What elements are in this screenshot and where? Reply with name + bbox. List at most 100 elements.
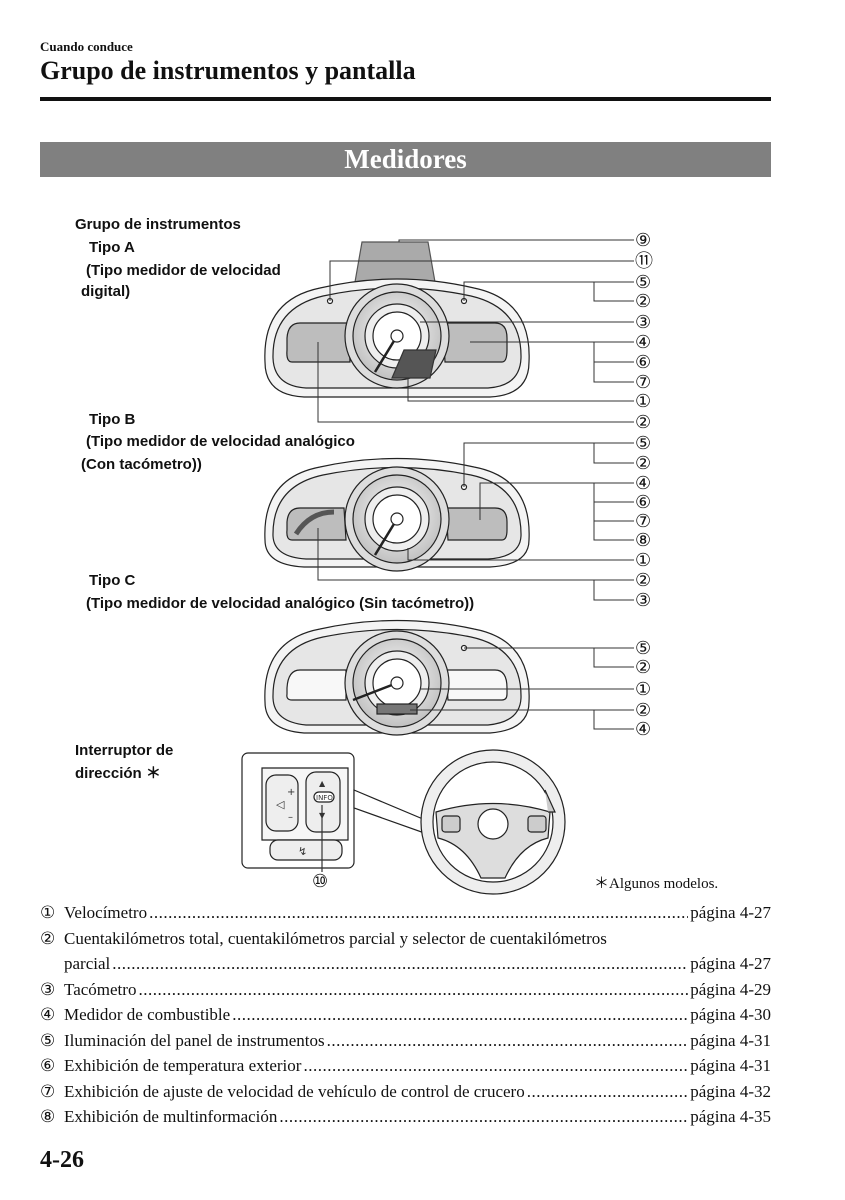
legend-num: ⑦ [40, 1081, 56, 1101]
steering-switch-detail: ◁ + – ▲ INFO ▼ ↯ [241, 752, 431, 872]
legend-num: ④ [40, 1005, 56, 1024]
callout-number: ② [635, 412, 652, 432]
type-a-desc: (Tipo medidor de velocidad [86, 262, 281, 279]
legend-item: ⑦ Exhibición de ajuste de velocidad de v… [40, 1082, 771, 1108]
cluster-type-b [264, 457, 530, 572]
leader-dots [138, 980, 688, 1000]
instrument-cluster-diagram: ◁ + – ▲ INFO ▼ ↯ [241, 239, 634, 895]
legend-page: página 4-32 [690, 1081, 771, 1101]
legend-num: ③ [40, 979, 56, 999]
head-up-display [354, 241, 436, 283]
callout-number: ⑥ [635, 352, 652, 372]
type-a-leaders [317, 239, 634, 423]
legend-num: ⑤ [40, 1030, 56, 1050]
legend-text: Iluminación del panel de instrumentos [64, 1030, 325, 1050]
callout-number: ⑦ [635, 511, 652, 531]
legend-item: ④ Medidor de combustible página 4-30 [40, 1005, 771, 1031]
legend-item: ⑧ Exhibición de multinformación página 4… [40, 1107, 771, 1133]
banner-title: Medidores [344, 144, 467, 174]
page-number: 4-26 [40, 1147, 84, 1173]
legend-page: página 4-30 [690, 1005, 771, 1024]
legend-text: Exhibición de multinformación [64, 1107, 278, 1126]
svg-text:INFO: INFO [316, 794, 333, 802]
legend-page: página 4-29 [690, 979, 771, 999]
legend-num: ① [40, 903, 56, 922]
legend-item: ② Cuentakilómetros total, cuentakilómetr… [40, 929, 771, 955]
type-b-name: Tipo B [89, 411, 136, 428]
callout-number: ⑤ [635, 638, 652, 658]
footnote: ＊Algunos modelos. [594, 876, 719, 892]
callout-number: ⑧ [635, 530, 652, 550]
legend-num: ⑧ [40, 1107, 56, 1126]
legend-text: Velocímetro [64, 903, 148, 922]
legend: ① Velocímetro página 4-27 ② Cuentakilóme… [40, 903, 771, 1133]
callout-number: ② [635, 570, 652, 590]
legend-num: ② [40, 928, 56, 948]
callout-number: ③ [635, 312, 652, 332]
steering-wheel [420, 749, 566, 895]
figure-heading: Grupo de instrumentos [75, 216, 241, 233]
callout-number: ⑦ [635, 372, 652, 392]
legend-item: ③ Tacómetro página 4-29 [40, 980, 771, 1006]
callout-number: ④ [635, 719, 652, 739]
callout-number: ② [635, 291, 652, 311]
svg-text:+: + [287, 787, 295, 798]
page-title: Grupo de instrumentos y pantalla [40, 56, 416, 85]
leader-dots [149, 903, 688, 923]
callout-number: ① [635, 391, 652, 411]
legend-text: Exhibición de ajuste de velocidad de veh… [64, 1081, 525, 1101]
svg-text:–: – [288, 812, 293, 823]
callout-number: ⑥ [635, 492, 652, 512]
switch-label: Interruptor de [75, 742, 174, 759]
type-a-name: Tipo A [89, 239, 135, 256]
callout-number: ① [635, 550, 652, 570]
cluster-type-a [264, 241, 530, 398]
legend-item: ⑤ Iluminación del panel de instrumentos … [40, 1031, 771, 1057]
legend-page: página 4-27 [690, 954, 771, 973]
type-c-leaders [410, 647, 634, 730]
title-rule [40, 97, 771, 101]
type-c-desc: (Tipo medidor de velocidad analógico (Si… [86, 595, 475, 612]
svg-text:▲: ▲ [319, 779, 326, 788]
type-b-desc: (Tipo medidor de velocidad analógico [86, 433, 355, 450]
legend-item: ① Velocímetro página 4-27 [40, 903, 771, 929]
leader-dots [303, 1056, 688, 1076]
leader-dots [527, 1082, 689, 1102]
callout-number: ⑤ [635, 433, 652, 453]
callout-number: ⑨ [635, 230, 652, 250]
switch-label-2: dirección ＊ [75, 765, 161, 782]
legend-item-continued: parcial página 4-27 [40, 954, 771, 980]
svg-text:↯: ↯ [298, 845, 307, 858]
legend-item: ⑥ Exhibición de temperatura exterior pág… [40, 1056, 771, 1082]
callout-number: ③ [635, 590, 652, 610]
legend-page: página 4-27 [690, 903, 771, 922]
legend-text: Exhibición de temperatura exterior [64, 1056, 302, 1075]
type-b-desc-2: (Con tacómetro)) [81, 456, 202, 473]
legend-text: parcial [64, 954, 111, 973]
callout-number: ① [635, 679, 652, 699]
cluster-type-c [264, 619, 530, 736]
callout-number: ⑩ [312, 871, 329, 891]
callout-number: ② [635, 453, 652, 473]
leader-dots [327, 1031, 689, 1051]
legend-page: página 4-31 [690, 1030, 771, 1050]
section-label: Cuando conduce [40, 39, 133, 54]
leader-dots [232, 1005, 688, 1025]
leader-dots [279, 1107, 688, 1127]
legend-page: página 4-31 [690, 1056, 771, 1075]
leader-dots [112, 954, 688, 974]
legend-num: ⑥ [40, 1056, 56, 1075]
callout-number: ④ [635, 473, 652, 493]
legend-text: Tacómetro [64, 979, 137, 999]
type-a-desc-2: digital) [81, 283, 131, 300]
legend-text: Cuentakilómetros total, cuentakilómetros… [64, 928, 607, 948]
callout-number: ② [635, 700, 652, 720]
callout-number: ② [635, 657, 652, 677]
callout-number: ⑪ [635, 251, 653, 271]
callout-number: ④ [635, 332, 652, 352]
callout-number: ⑤ [635, 272, 652, 292]
section-banner: Medidores [40, 142, 771, 177]
legend-page: página 4-35 [690, 1107, 771, 1126]
type-b-leaders [317, 442, 634, 601]
type-c-name: Tipo C [89, 572, 136, 589]
